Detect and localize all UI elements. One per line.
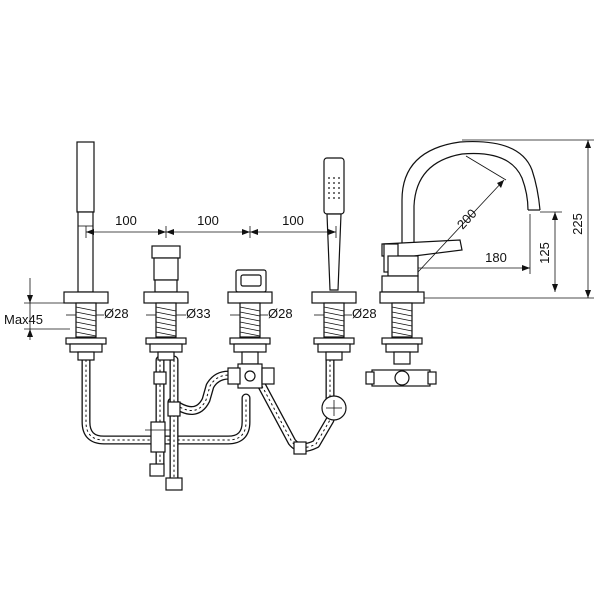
- dim-spacing-3: 100: [282, 213, 304, 228]
- dim-spout-projection: 180: [485, 250, 507, 265]
- hand-shower-holder: [63, 141, 109, 361]
- dim-dia-mixer: Ø33: [186, 306, 211, 321]
- dim-dia-diverter: Ø28: [268, 306, 293, 321]
- mixer-valve: [143, 245, 189, 491]
- dim-dia-hand-shower: Ø28: [104, 306, 129, 321]
- dim-spacing-1: 100: [115, 213, 137, 228]
- dimension-lines: [24, 139, 594, 340]
- dim-max-deck: Max45: [4, 312, 43, 327]
- hoses: [81, 350, 335, 483]
- dim-spacing-2: 100: [197, 213, 219, 228]
- dim-dia-shower-head: Ø28: [352, 306, 377, 321]
- bath-spout: [365, 140, 541, 387]
- dim-total-height: 225: [570, 213, 585, 235]
- dim-spout-height: 125: [537, 242, 552, 264]
- shower-nozzles: [328, 177, 340, 199]
- hand-shower-head: [293, 157, 357, 455]
- diverter-valve: [227, 269, 275, 389]
